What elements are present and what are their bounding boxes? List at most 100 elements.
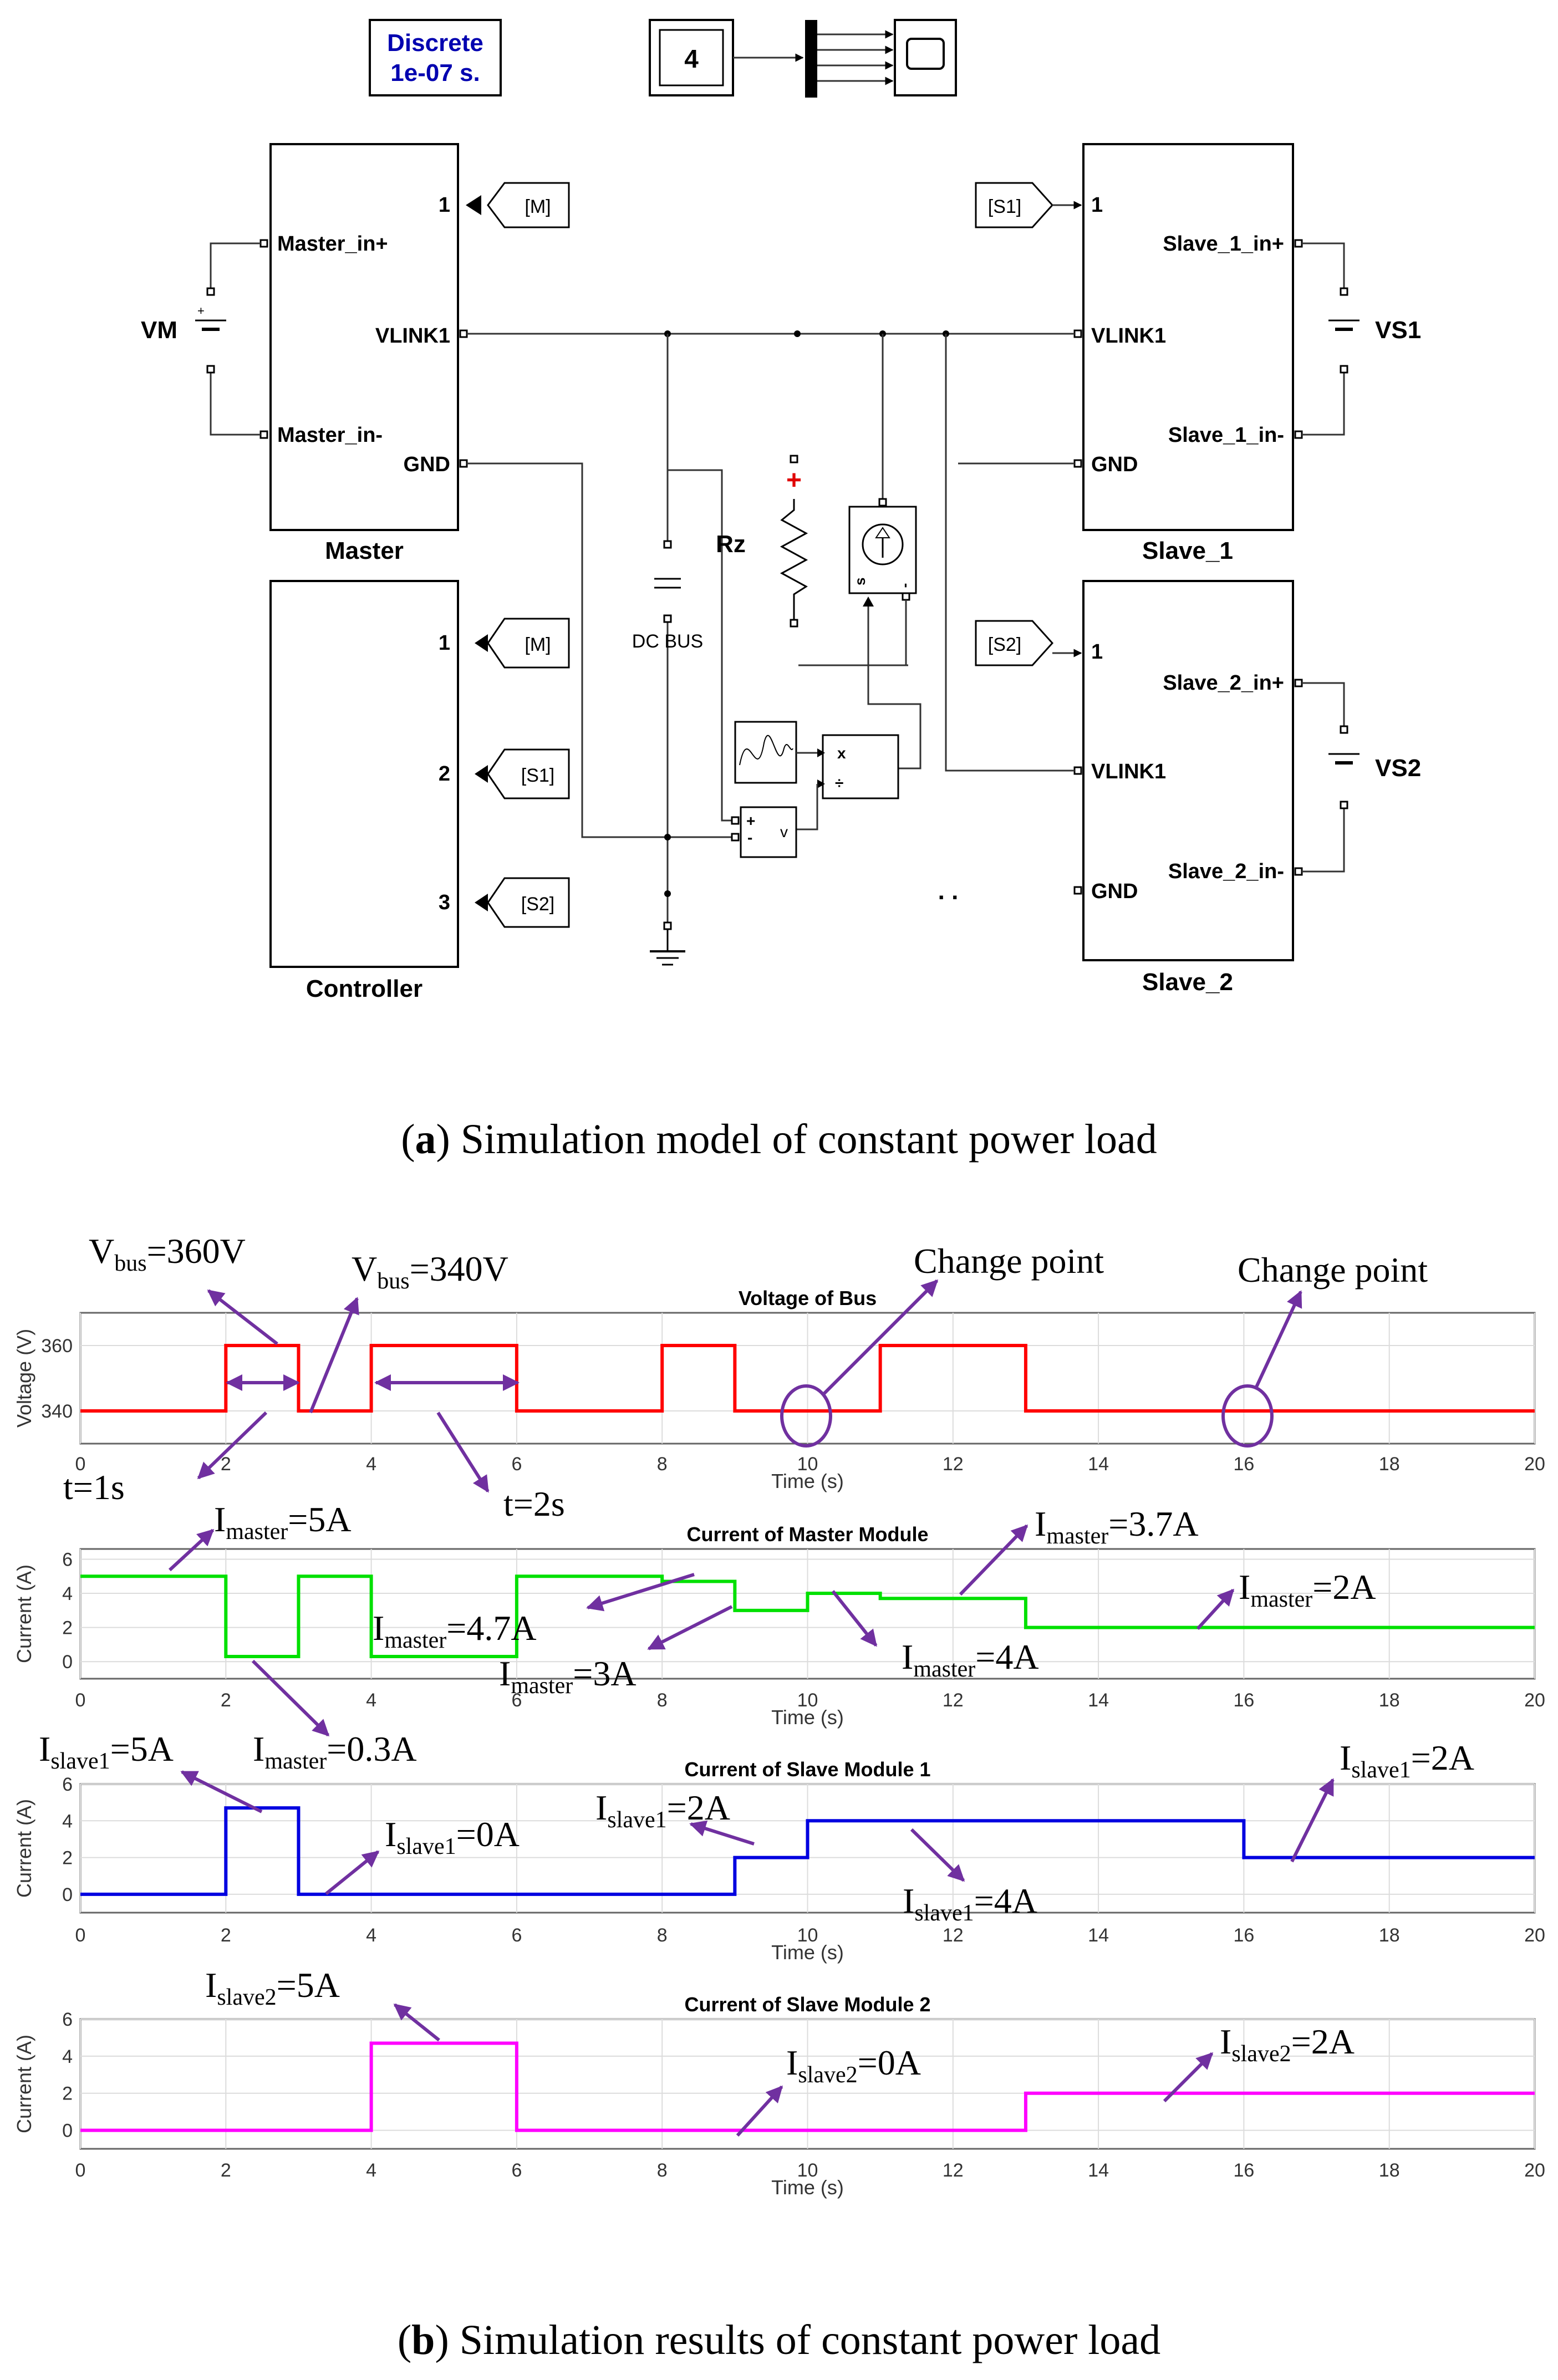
controlled-current-source[interactable]: s - (848, 498, 917, 607)
x-axis-label: Time (s) (771, 1470, 844, 1492)
x-tick-label: 4 (366, 1690, 376, 1711)
x-tick-label: 20 (1524, 1690, 1545, 1711)
svg-text:v: v (780, 823, 788, 840)
x-tick-label: 20 (1524, 2160, 1545, 2181)
ann-change-point-2: Change point (1238, 1250, 1428, 1290)
x-tick-label: 4 (366, 1925, 376, 1946)
x-tick-label: 4 (366, 2160, 376, 2181)
vm-source[interactable]: + VM (141, 242, 261, 436)
vs2-label: VS2 (1375, 755, 1421, 782)
svg-text:[S2]: [S2] (521, 894, 554, 915)
bus-wiring (467, 330, 1075, 923)
x-tick-label: 14 (1088, 1454, 1109, 1475)
slave2-gnd: GND (1091, 880, 1138, 903)
master-name: Master (325, 537, 404, 564)
y-tick-label: 2 (62, 1618, 73, 1639)
svg-text:[M]: [M] (525, 196, 551, 217)
y-axis-label: Current (A) (13, 2035, 35, 2133)
voltage-measurement[interactable]: + - v (731, 806, 797, 858)
x-tick-label: 0 (75, 1925, 86, 1946)
vm-label: VM (141, 317, 177, 344)
master-vlink: VLINK1 (375, 324, 450, 348)
goto-tags: [M] [S1] [S2] (475, 618, 570, 928)
x-tick-label: 12 (943, 1454, 964, 1475)
x-tick-label: 6 (511, 1454, 522, 1475)
from-s2-tag[interactable]: [S2] (975, 620, 1054, 666)
slave1-gnd: GND (1091, 453, 1138, 476)
mux-block[interactable] (805, 20, 817, 98)
rz-resistor[interactable]: + (780, 455, 808, 628)
from-s1-tag[interactable]: [S1] (975, 182, 1054, 228)
slave1-block[interactable]: 1 VLINK1 GND Slave_1_in+ Slave_1_in- (1073, 143, 1303, 531)
controller-block[interactable]: 1 2 3 (269, 580, 459, 968)
ann-t1: t=1s (63, 1467, 125, 1507)
y-tick-label: 6 (62, 1774, 73, 1795)
controller-port3: 3 (439, 891, 450, 914)
powergui-block[interactable]: Discrete 1e-07 s. (369, 19, 502, 96)
vmeas-to-product-wire (796, 784, 818, 830)
svg-text:+: + (746, 812, 755, 829)
y-tick-label: 6 (62, 2009, 73, 2030)
controller-port1: 1 (439, 631, 450, 655)
slave2-in-minus: Slave_2_in- (1168, 860, 1284, 883)
constant-value: 4 (684, 44, 699, 73)
svg-text:Vbus=340V: Vbus=340V (352, 1249, 508, 1294)
y-axis-label: Current (A) (13, 1564, 35, 1663)
x-tick-label: 4 (366, 1454, 376, 1475)
x-tick-label: 6 (511, 2160, 522, 2181)
y-tick-label: 4 (62, 1811, 73, 1832)
x-tick-label: 12 (943, 2160, 964, 2181)
x-tick-label: 18 (1379, 1690, 1400, 1711)
goto-m-tag[interactable] (487, 618, 570, 669)
x-tick-label: 8 (657, 1690, 668, 1711)
slave2-block[interactable]: 1 VLINK1 GND Slave_2_in+ Slave_2_in- (1073, 580, 1303, 961)
x-tick-label: 2 (221, 1690, 231, 1711)
cs-s-label: s (852, 578, 868, 585)
slave2-name: Slave_2 (1142, 969, 1233, 996)
chart-title: Voltage of Bus (739, 1287, 877, 1309)
ground-symbol (650, 921, 685, 966)
from-m-tag[interactable]: [M] (487, 182, 570, 228)
x-tick-label: 16 (1233, 1690, 1254, 1711)
product-block[interactable]: x ÷ (822, 734, 899, 799)
goto-s1-tag[interactable] (487, 748, 570, 799)
goto-s2-tag[interactable] (487, 877, 570, 928)
x-tick-label: 10 (797, 2160, 818, 2181)
vs2-source[interactable]: VS2 (1302, 682, 1421, 873)
ann-imaster-3a: Imaster=3A (499, 1654, 637, 1699)
scope-block[interactable] (894, 19, 957, 96)
series-line (80, 1344, 1535, 1413)
solver-line2: 1e-07 s. (390, 59, 480, 86)
y-tick-label: 4 (62, 2046, 73, 2067)
master-gnd: GND (404, 453, 450, 476)
y-tick-label: 2 (62, 1848, 73, 1869)
y-tick-label: 340 (41, 1401, 73, 1422)
svg-text:Vbus=360V: Vbus=360V (89, 1231, 246, 1276)
svg-text:+: + (197, 304, 205, 318)
ann-islave1-0a: Islave1=0A (385, 1815, 520, 1859)
ellipsis: . . (938, 878, 959, 905)
x-axis-label: Time (s) (771, 1706, 844, 1729)
svg-text:[S1]: [S1] (988, 196, 1021, 217)
y-tick-label: 4 (62, 1583, 73, 1604)
simulation-model: Discrete 1e-07 s. 4 Master_in+ Master (141, 19, 1421, 1002)
slave1-port1: 1 (1091, 193, 1103, 217)
ann-islave2-5a: Islave2=5A (205, 1965, 340, 2010)
dc-bus-capacitor[interactable]: DC BUS (632, 540, 703, 652)
svg-text:÷: ÷ (835, 774, 843, 792)
dc-bus-label: DC BUS (632, 631, 703, 652)
vs1-source[interactable]: VS1 (1302, 242, 1421, 436)
signal-generator[interactable] (734, 721, 797, 784)
series-line (80, 1806, 1535, 1896)
ann-change-point-1: Change point (914, 1241, 1104, 1281)
x-tick-label: 0 (75, 1454, 86, 1475)
x-axis-label: Time (s) (771, 1941, 844, 1964)
y-axis-label: Voltage (V) (13, 1329, 35, 1428)
x-tick-label: 2 (221, 1925, 231, 1946)
master-block[interactable]: Master_in+ Master_in- 1 VLINK1 GND (259, 143, 468, 531)
constant-block[interactable]: 4 (649, 19, 734, 96)
